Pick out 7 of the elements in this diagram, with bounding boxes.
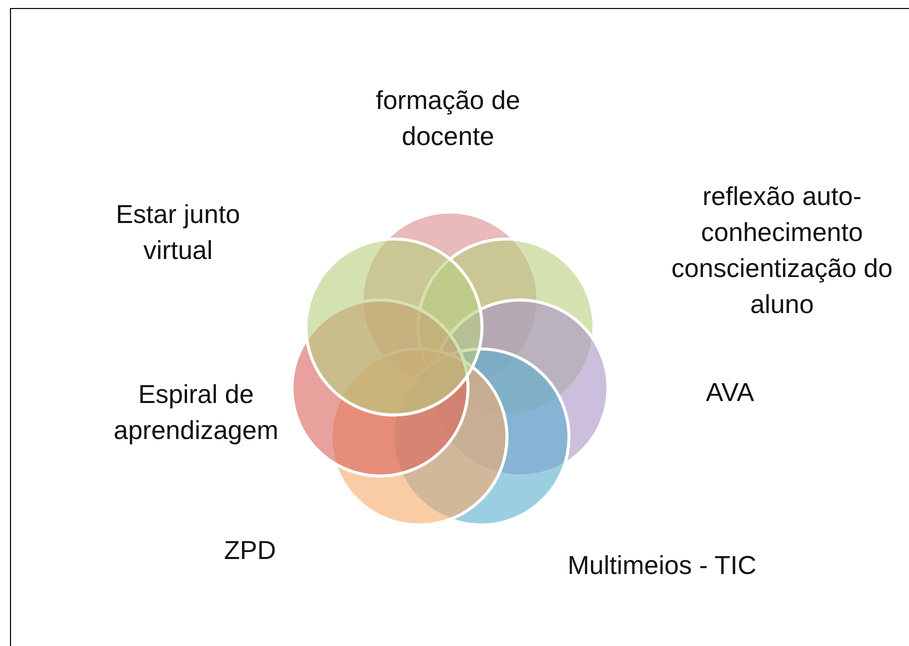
circle-label: ZPD (223, 534, 277, 567)
circle-label: AVA (704, 376, 756, 409)
circle-label: Espiral de aprendizagem (112, 378, 280, 447)
circle-label: formação de docente (374, 84, 522, 153)
circle-label: Estar junto virtual (114, 198, 242, 267)
circle-label: reflexão auto-conhecimento conscientização do aluno (670, 180, 894, 321)
circle-label: Multimeios - TIC (566, 549, 758, 582)
